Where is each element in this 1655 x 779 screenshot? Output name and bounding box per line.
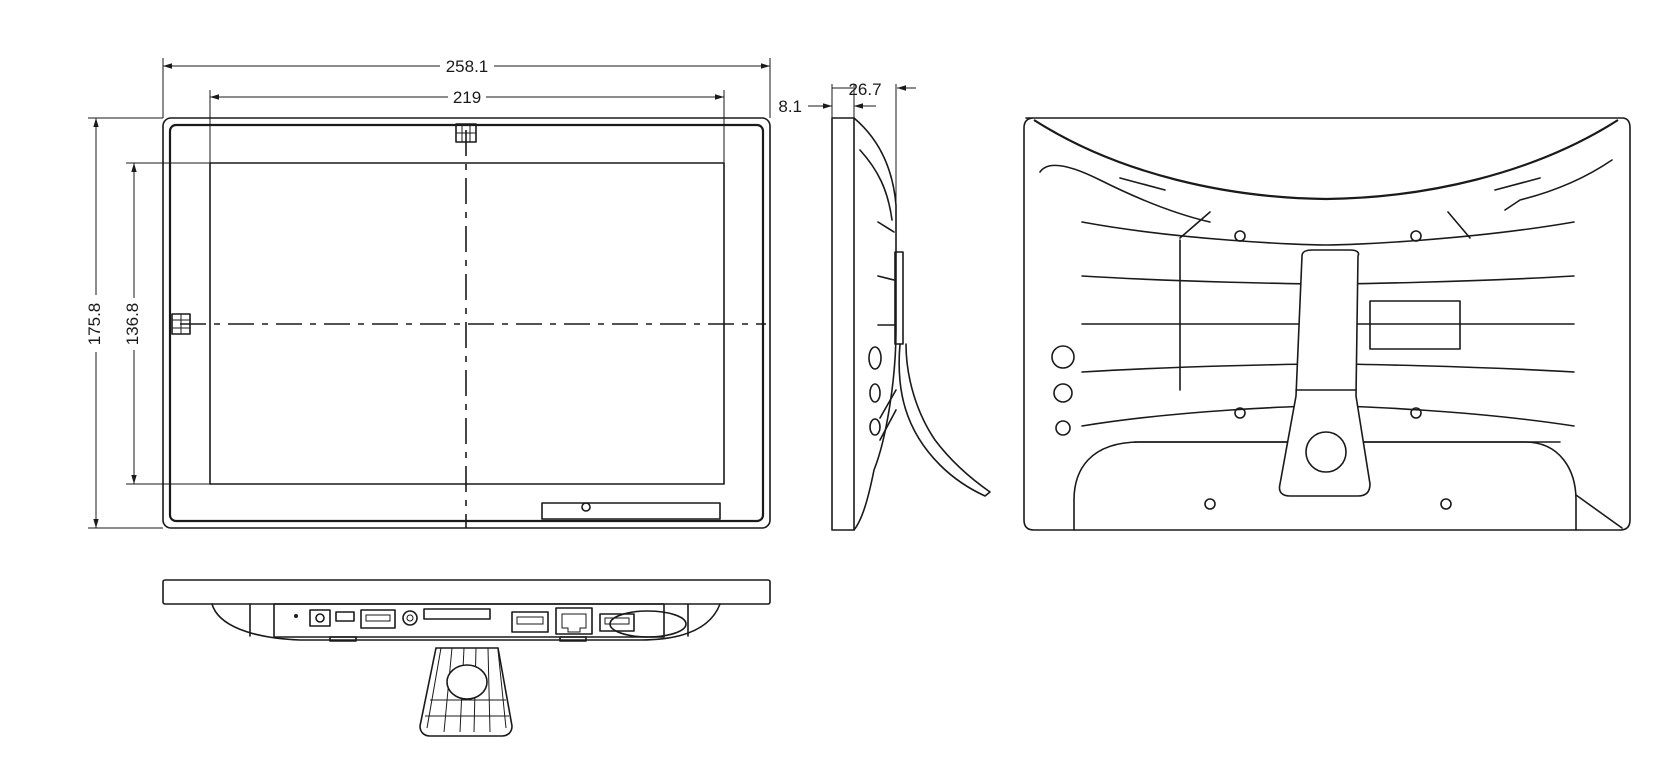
rear-stand-hole	[1305, 431, 1347, 473]
dc-power-jack	[309, 609, 331, 627]
dimension-side-depth: 26.7	[832, 80, 916, 205]
rear-screw-2	[1410, 230, 1422, 242]
audio-jack	[402, 610, 418, 626]
ethernet-port-inner	[561, 613, 587, 633]
side-port-1	[868, 346, 882, 370]
overall-height-label: 175.8	[85, 303, 104, 346]
dimension-overall-height: 175.8	[85, 117, 163, 529]
side-view	[831, 117, 991, 531]
bottom-housing-sides	[249, 603, 689, 637]
usb-port-3-tongue	[604, 617, 630, 625]
bottom-foot-2	[559, 636, 587, 642]
screen-height-label: 136.8	[123, 303, 142, 346]
bottom-foot-1	[329, 636, 357, 642]
bottom-housing-curve	[211, 603, 721, 641]
rear-screw-3	[1234, 407, 1246, 419]
rear-button-3	[1055, 420, 1071, 436]
left-sensor-block	[171, 313, 191, 335]
front-view	[162, 117, 771, 529]
rear-screw-1	[1234, 230, 1246, 242]
side-vent-1	[877, 221, 895, 233]
rear-label-plate	[1369, 300, 1461, 350]
rear-button-2	[1053, 383, 1073, 403]
rear-stand	[1278, 249, 1371, 497]
rear-button-1	[1051, 345, 1075, 369]
audio-jack-inner	[406, 614, 414, 622]
side-back-shell	[853, 117, 897, 531]
usb-port-1-tongue	[365, 614, 391, 622]
top-sensor-block	[455, 123, 477, 143]
dc-power-jack-pin	[315, 613, 325, 623]
side-stand-hinge	[879, 389, 897, 441]
rear-left-contour	[1039, 164, 1211, 223]
rear-screw-4	[1410, 407, 1422, 419]
rear-rib-1	[1081, 221, 1575, 246]
side-port-2	[869, 383, 881, 403]
bottom-view	[162, 579, 771, 737]
port-panel	[273, 603, 665, 638]
bottom-cable-clip	[609, 610, 687, 638]
sd-card-slot	[423, 608, 491, 620]
bottom-stand-hub	[446, 664, 488, 700]
dimension-side-thickness: 8.1	[778, 84, 876, 118]
overall-width-label: 258.1	[446, 57, 489, 76]
side-vent-2	[877, 275, 895, 281]
side-panel-profile	[831, 117, 855, 531]
rear-top-arch	[1033, 119, 1619, 201]
side-thickness-label: 8.1	[778, 97, 802, 116]
side-depth-label: 26.7	[848, 80, 881, 99]
rear-housing-outline	[1023, 117, 1631, 531]
rear-rib-notches	[1179, 211, 1471, 239]
rear-screw-6	[1440, 498, 1452, 510]
usb-port-2	[511, 611, 549, 633]
side-shell-inner-curve	[859, 149, 893, 221]
ethernet-port	[555, 607, 593, 635]
usb-port-2-tongue	[516, 616, 544, 625]
rear-right-contour	[1504, 159, 1613, 211]
side-stand-leg	[898, 343, 991, 497]
mini-usb-port	[335, 611, 355, 622]
bottom-pinhole	[294, 614, 298, 618]
rear-view	[1023, 117, 1631, 531]
dimension-screen-width: 219	[209, 88, 725, 163]
front-indicator-led	[581, 502, 591, 512]
rear-bay-corner	[1575, 494, 1623, 529]
bottom-bezel-edge	[162, 579, 771, 605]
dimension-overall-width: 258.1	[162, 57, 771, 118]
side-stand-mount	[894, 251, 904, 345]
rear-arch-slots	[1119, 177, 1541, 191]
side-port-3	[869, 418, 881, 436]
dimension-screen-height: 136.8	[123, 162, 210, 485]
rear-screw-5	[1204, 498, 1216, 510]
usb-port-1	[360, 609, 396, 629]
bottom-label-strip	[541, 502, 721, 520]
screen-width-label: 219	[453, 88, 481, 107]
